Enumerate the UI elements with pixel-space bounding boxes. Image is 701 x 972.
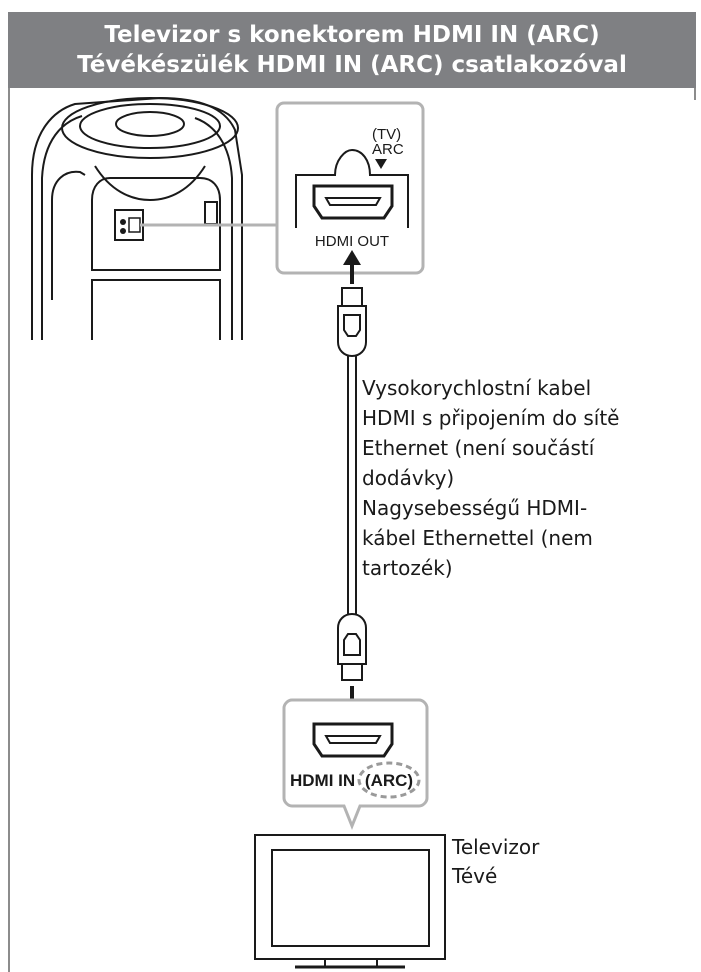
hdmi-cable — [347, 356, 357, 628]
hdmi-out-socket-icon — [312, 184, 394, 220]
hdmi-in-socket-icon — [312, 722, 394, 758]
tv-description: Televizor Tévé — [452, 833, 539, 891]
tv-label-cz: Televizor — [452, 835, 540, 859]
cable-label-line: HDMI s připojením do sítě — [362, 406, 620, 430]
speaker-port-outline — [295, 148, 409, 228]
arc-highlight-circle — [357, 761, 421, 799]
tv-label-hu: Tévé — [452, 864, 498, 888]
cable-label-line: tartozék) — [362, 556, 453, 580]
arrow-up-to-speaker — [343, 250, 361, 284]
hdmi-cable-plug-top — [337, 287, 367, 358]
cable-label-line: Nagysebességű HDMI- — [362, 496, 588, 520]
speaker-port-icon — [120, 217, 141, 234]
header-title-cz: Televizor s konektorem HDMI IN (ARC) — [104, 22, 600, 48]
header-banner: Televizor s konektorem HDMI IN (ARC) Tév… — [8, 12, 696, 88]
arc-indicator-arrow — [375, 159, 387, 169]
cable-label-line: kábel Ethernettel (nem — [362, 526, 593, 550]
tv-callout-box — [282, 698, 429, 831]
tv-illustration — [254, 834, 446, 969]
speaker-illustration — [31, 96, 243, 340]
hdmi-out-label: HDMI OUT — [315, 233, 389, 250]
cable-description: Vysokorychlostní kabel HDMI s připojením… — [362, 373, 692, 583]
tv-label-small: (TV) — [372, 126, 401, 143]
header-title-hu: Tévékészülék HDMI IN (ARC) csatlakozóval — [77, 52, 627, 78]
hdmi-in-label: HDMI IN — [290, 771, 355, 790]
cable-label-line: Vysokorychlostní kabel — [362, 376, 592, 400]
cable-label-line: dodávky) — [362, 466, 455, 490]
hdmi-in-arc-label: (ARC) — [365, 771, 413, 790]
hdmi-cable-plug-bottom — [337, 612, 367, 681]
cable-label-line: Ethernet (není součástí — [362, 436, 595, 460]
arc-label-small: ARC — [372, 141, 404, 158]
